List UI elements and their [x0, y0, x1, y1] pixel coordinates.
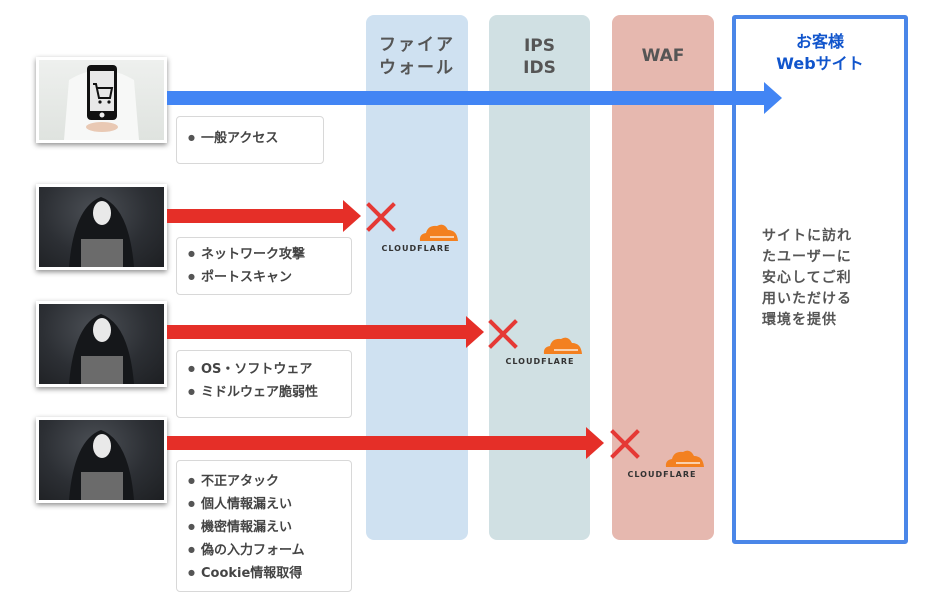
hooded-attacker-icon	[69, 314, 134, 384]
vulnerability-attack-note: OS・ソフトウェア ミドルウェア脆弱性	[176, 350, 352, 418]
cloudflare-cloud-icon	[665, 450, 704, 467]
note-item: Cookie情報取得	[188, 563, 351, 586]
note-item: ネットワーク攻撃	[188, 244, 351, 267]
website-title: お客様 Webサイト	[736, 31, 904, 75]
note-item: 一般アクセス	[188, 128, 323, 151]
web-attack-note: 不正アタック 個人情報漏えい 機密情報漏えい 偽の入力フォーム Cookie情報…	[176, 460, 352, 592]
cloudflare-logo: CLOUDFLARE	[494, 334, 586, 370]
cloudflare-logo: CLOUDFLARE	[370, 221, 462, 257]
ips-ids-title: IPS IDS	[489, 35, 590, 79]
arrow-head-icon	[586, 427, 604, 459]
cloudflare-label: CLOUDFLARE	[505, 357, 575, 366]
cloudflare-cloud-icon	[543, 337, 582, 354]
note-item: 機密情報漏えい	[188, 517, 351, 540]
website-description-line: サイトに訪れ	[762, 228, 852, 244]
firewall-title-line1: ファイア	[379, 35, 455, 55]
user-smartphone-photo	[36, 57, 167, 143]
website-description-line: 安心してご利	[762, 270, 852, 286]
waf-title: WAF	[641, 46, 685, 66]
arrow-head-icon	[764, 82, 782, 114]
network-attack-arrow	[167, 200, 361, 232]
note-item: 不正アタック	[188, 471, 351, 494]
ids-title-line2: IDS	[523, 58, 556, 78]
arrow-head-icon	[466, 316, 484, 348]
cloudflare-label: CLOUDFLARE	[381, 244, 451, 253]
vulnerability-attack-arrow	[167, 316, 484, 348]
smartphone-cart-icon	[64, 65, 139, 140]
attacker-photo	[36, 301, 167, 387]
firewall-title: ファイア ウォール	[366, 34, 468, 80]
general-access-arrow	[167, 82, 782, 114]
hooded-attacker-icon	[69, 430, 134, 500]
note-item: 個人情報漏えい	[188, 494, 351, 517]
cloudflare-label: CLOUDFLARE	[627, 470, 697, 479]
website-description-line: 用いただける	[762, 291, 852, 307]
arrow-head-icon	[343, 200, 361, 232]
note-item: ポートスキャン	[188, 267, 351, 290]
web-attack-arrow	[167, 427, 604, 459]
website-description-line: 環境を提供	[762, 312, 837, 328]
note-item: 偽の入力フォーム	[188, 540, 351, 563]
hooded-attacker-icon	[69, 197, 134, 267]
website-title-line2: Webサイト	[776, 54, 864, 73]
general-access-note: 一般アクセス	[176, 116, 324, 164]
website-title-line1: お客様	[795, 32, 844, 51]
website-description: サイトに訪れ たユーザーに 安心してご利 用いただける 環境を提供	[762, 226, 882, 331]
network-attack-note: ネットワーク攻撃 ポートスキャン	[176, 237, 352, 295]
note-item: ミドルウェア脆弱性	[188, 382, 351, 405]
attacker-photo	[36, 417, 167, 503]
ips-title-line1: IPS	[523, 36, 556, 56]
cloudflare-logo: CLOUDFLARE	[616, 447, 708, 483]
attacker-photo	[36, 184, 167, 270]
note-item: OS・ソフトウェア	[188, 359, 351, 382]
website-description-line: たユーザーに	[762, 249, 852, 265]
cloudflare-cloud-icon	[419, 224, 458, 241]
firewall-title-line2: ウォール	[379, 58, 455, 78]
